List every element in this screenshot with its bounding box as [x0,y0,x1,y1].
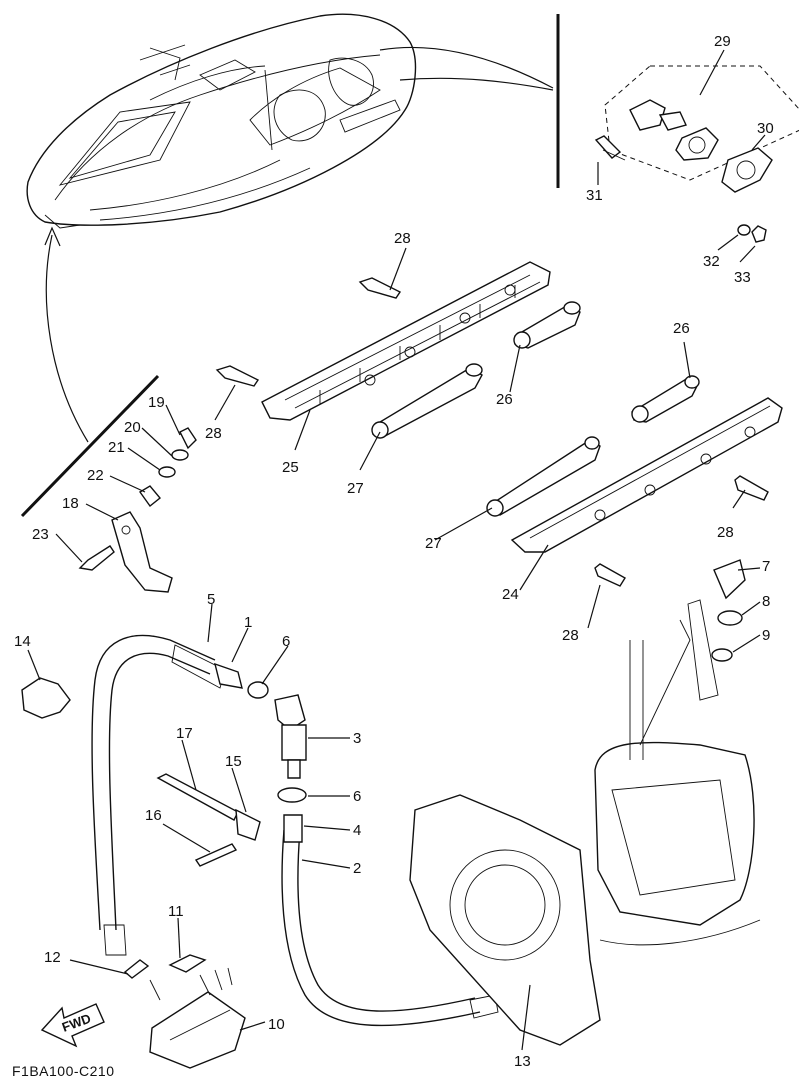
leader-lines [27,49,766,1051]
callout-28-top: 28 [394,230,411,247]
callout-14: 14 [14,633,31,650]
diagram-code: F1BA100-C210 [12,1063,115,1079]
callout-23: 23 [32,526,49,543]
callout-15: 15 [225,753,242,770]
valve-group [247,681,307,843]
callout-5: 5 [207,591,215,608]
callout-18: 18 [62,495,79,512]
detail-connector-lines [20,14,560,518]
callout-26-right: 26 [673,320,690,337]
callout-33: 33 [734,269,751,286]
pump-assembly [409,559,761,1046]
callout-20: 20 [124,419,141,436]
callout-4: 4 [353,822,361,839]
watercraft-illustration [26,13,417,229]
callout-19: 19 [148,394,165,411]
callout-13: 13 [514,1053,531,1070]
callout-27-right: 27 [425,535,442,552]
callout-28-left: 28 [205,425,222,442]
callout-3: 3 [353,730,361,747]
control-box-group [123,954,246,1069]
clip-group-15-17 [156,773,261,867]
callout-10: 10 [268,1016,285,1033]
callout-21: 21 [108,439,125,456]
callout-24: 24 [502,586,519,603]
callout-17: 17 [176,725,193,742]
callout-28-bottom: 28 [562,627,579,644]
callout-26-upper: 26 [496,391,513,408]
callout-2: 2 [353,860,361,877]
callout-22: 22 [87,467,104,484]
callout-7: 7 [762,558,770,575]
rail-assembly [215,261,783,587]
callout-16: 16 [145,807,162,824]
callout-11: 11 [168,903,184,920]
callout-28-right: 28 [717,524,734,541]
callout-6-top: 6 [282,633,290,650]
part-14-cap [21,677,71,719]
handle-group-18-23 [78,427,197,593]
part-group-29-33 [594,65,799,243]
callout-9: 9 [762,627,770,644]
callout-1: 1 [244,614,252,631]
callout-12: 12 [44,949,61,966]
callout-labels: 1 2 3 4 5 6 6 7 8 9 10 11 12 13 14 15 16… [14,33,774,1070]
callout-27-left: 27 [347,480,364,497]
callout-31: 31 [586,187,603,204]
callout-6-bottom: 6 [353,788,361,805]
callout-32: 32 [703,253,720,270]
callout-25: 25 [282,459,299,476]
callout-8: 8 [762,593,770,610]
hose-group [91,634,499,1027]
forward-arrow-icon: FWD [40,1003,105,1048]
callout-29: 29 [714,33,731,50]
callout-30: 30 [757,120,774,137]
